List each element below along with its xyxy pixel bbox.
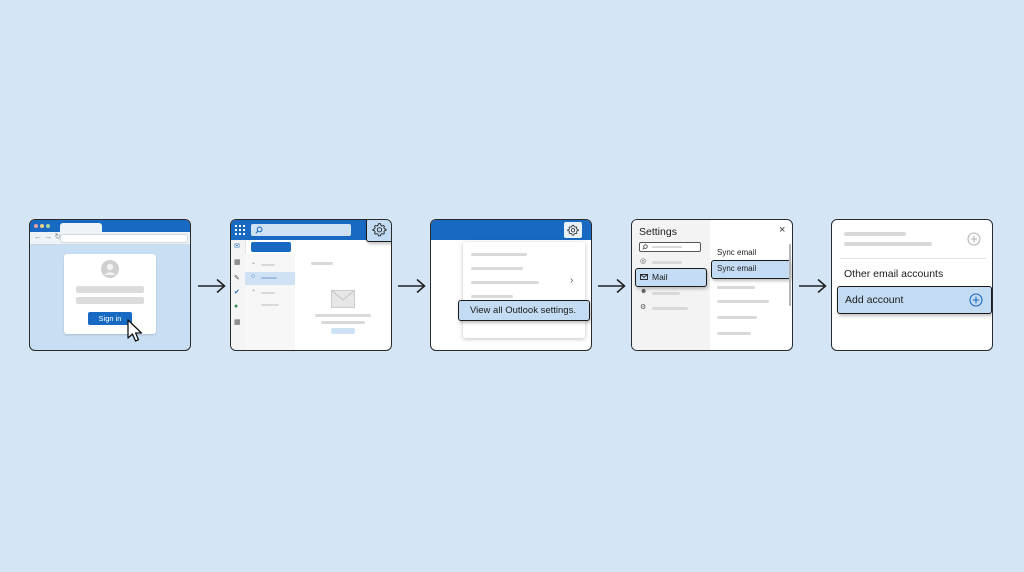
mail-icon bbox=[640, 274, 648, 280]
reading-header bbox=[311, 262, 333, 265]
step-3-settings-menu-panel: › View all Outlook settings. bbox=[430, 219, 592, 351]
folder-pane bbox=[245, 254, 295, 350]
step-1-sign-in-panel: ← → ↻ Sign in bbox=[29, 219, 191, 351]
search-placeholder bbox=[652, 246, 682, 248]
scrollbar[interactable] bbox=[789, 244, 791, 306]
search-icon bbox=[255, 226, 263, 234]
divider bbox=[840, 258, 986, 259]
sync-email-label: Sync email bbox=[717, 264, 757, 273]
option-line bbox=[717, 300, 769, 303]
option-line bbox=[717, 316, 757, 319]
settings-dropdown bbox=[463, 242, 585, 338]
app-launcher-icon[interactable] bbox=[235, 225, 245, 235]
arrow-right-icon bbox=[198, 278, 226, 294]
settings-gear-button[interactable] bbox=[366, 220, 391, 242]
folder-item[interactable] bbox=[261, 264, 275, 266]
arrow-right-icon bbox=[398, 278, 426, 294]
search-icon bbox=[642, 244, 648, 250]
empty-state-line bbox=[315, 314, 371, 317]
rail-calendar2-icon[interactable]: ▦ bbox=[234, 319, 241, 326]
sign-in-card: Sign in bbox=[64, 254, 156, 334]
nav-item-mail-label: Mail bbox=[652, 272, 668, 282]
empty-state-line bbox=[321, 321, 365, 324]
close-icon[interactable]: × bbox=[779, 224, 786, 236]
browser-tab-bar bbox=[30, 220, 190, 232]
password-field[interactable] bbox=[76, 297, 144, 304]
plus-circle-icon bbox=[969, 293, 983, 307]
rail-todo-icon[interactable]: ✔ bbox=[234, 289, 240, 296]
add-account-button[interactable]: Add account bbox=[837, 286, 992, 314]
folder-item[interactable] bbox=[261, 304, 279, 306]
cursor-icon bbox=[127, 319, 143, 342]
view-all-settings-item[interactable]: View all Outlook settings. bbox=[458, 300, 590, 321]
general-icon: ◎ bbox=[640, 258, 647, 265]
arrow-right-icon bbox=[598, 278, 626, 294]
settings-gear-button[interactable] bbox=[564, 222, 582, 238]
sync-email-item[interactable]: Sync email bbox=[711, 260, 791, 279]
back-forward-icon[interactable]: ← → ↻ bbox=[34, 232, 62, 241]
nav-item[interactable] bbox=[652, 307, 688, 310]
step-4-settings-dialog-panel: Settings ◎ Mail ☻ ⚙ × Sync email Sync em… bbox=[631, 219, 793, 351]
add-account-label: Add account bbox=[845, 294, 904, 306]
rail-people-icon[interactable]: ● bbox=[234, 303, 239, 310]
menu-item[interactable] bbox=[471, 267, 523, 270]
rail-mail-icon[interactable]: ✉ bbox=[234, 243, 240, 250]
avatar-icon bbox=[101, 260, 119, 278]
people-icon: ☻ bbox=[640, 288, 648, 295]
arrow-right-icon bbox=[799, 278, 827, 294]
gear-icon bbox=[567, 224, 579, 236]
browser-dots bbox=[34, 224, 54, 228]
browser-tab[interactable] bbox=[60, 223, 102, 232]
gear-icon bbox=[372, 223, 387, 237]
existing-account-line bbox=[844, 232, 906, 236]
existing-account-line bbox=[844, 242, 932, 246]
step-5-add-account-panel: Other email accounts Add account bbox=[831, 219, 993, 351]
view-all-settings-label: View all Outlook settings. bbox=[470, 305, 576, 316]
option-line bbox=[717, 286, 755, 289]
nav-item-mail[interactable]: Mail bbox=[635, 268, 707, 287]
chevron-right-icon: › bbox=[570, 275, 574, 286]
address-bar[interactable] bbox=[60, 234, 188, 243]
menu-item[interactable] bbox=[471, 281, 539, 284]
sync-email-heading: Sync email bbox=[717, 248, 757, 257]
settings-title: Settings bbox=[639, 226, 677, 238]
folder-circle-icon: ○ bbox=[251, 273, 256, 280]
rail-calendar-icon[interactable]: ▦ bbox=[234, 259, 241, 266]
step-2-outlook-gear-panel: ✉ ▦ ✎ ✔ ● ▦ ⌄ ○ ⌄ bbox=[230, 219, 392, 351]
folder-item[interactable] bbox=[261, 292, 275, 294]
folder-item-label bbox=[261, 277, 277, 279]
outlook-header bbox=[431, 220, 591, 240]
sign-in-button[interactable]: Sign in bbox=[88, 312, 132, 325]
search-input[interactable] bbox=[251, 224, 351, 236]
username-field[interactable] bbox=[76, 286, 144, 293]
nav-item[interactable] bbox=[652, 261, 682, 264]
mail-icon bbox=[331, 290, 355, 308]
chevron-down-icon: ⌄ bbox=[251, 260, 257, 266]
other-accounts-title: Other email accounts bbox=[844, 268, 944, 280]
option-line bbox=[717, 332, 751, 335]
gear-icon: ⚙ bbox=[640, 304, 647, 311]
chevron-down-icon: ⌄ bbox=[251, 287, 257, 293]
menu-item[interactable] bbox=[471, 295, 513, 298]
menu-item[interactable] bbox=[471, 253, 527, 256]
nav-item[interactable] bbox=[652, 292, 680, 295]
rail-pen-icon[interactable]: ✎ bbox=[234, 275, 240, 282]
empty-state-button[interactable] bbox=[331, 328, 355, 334]
plus-circle-icon[interactable] bbox=[967, 232, 981, 246]
new-mail-button[interactable] bbox=[251, 242, 291, 252]
